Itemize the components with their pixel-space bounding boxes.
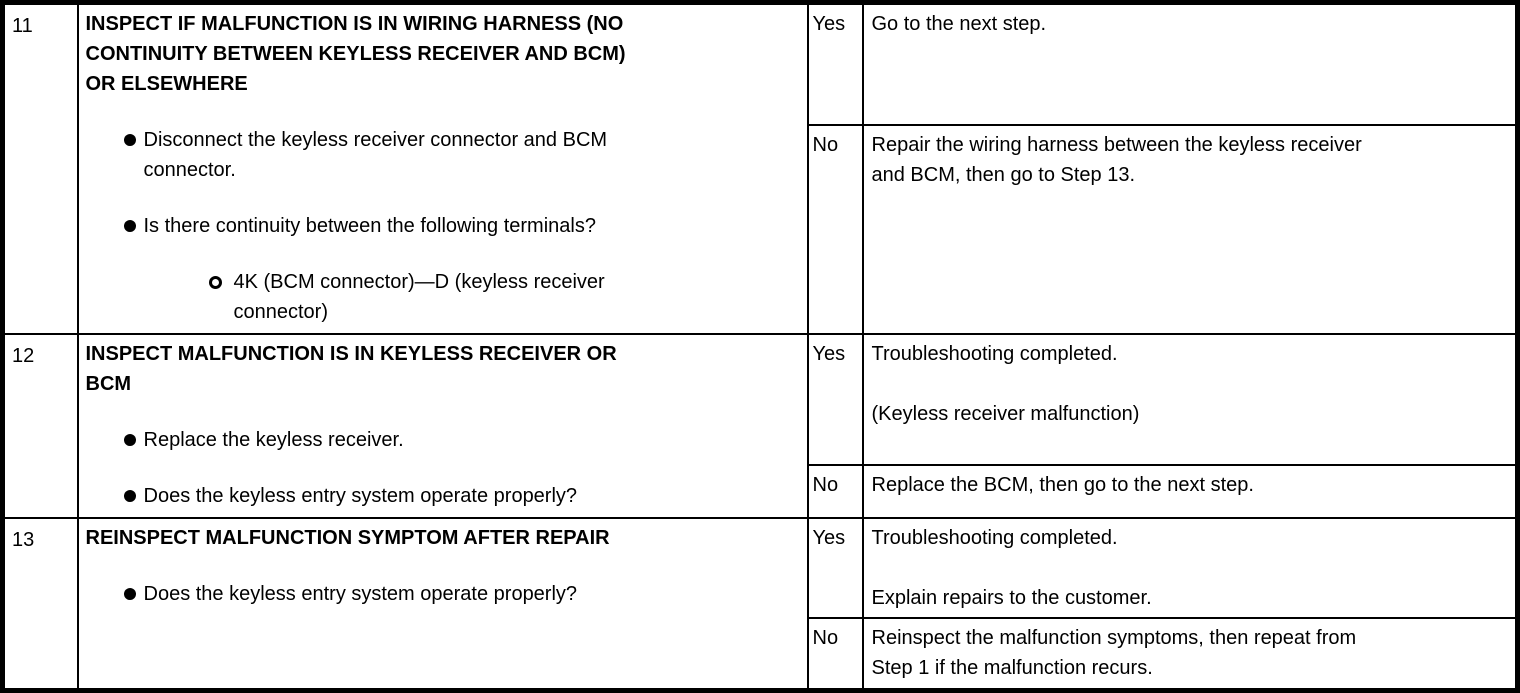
bullet-text: Does the keyless entry system operate pr… — [143, 485, 578, 507]
table-row: No Replace the BCM, then go to the next … — [3, 463, 1519, 520]
answer-no-label: No — [806, 617, 864, 691]
step-number: 13 — [1, 517, 79, 691]
table-row: No Repair the wiring harness between the… — [3, 123, 1519, 336]
action-title-line: CONTINUITY BETWEEN KEYLESS RECEIVER AND … — [85, 43, 626, 65]
result-cell-no: Repair the wiring harness between the ke… — [861, 123, 1519, 336]
result-cell-yes: Go to the next step. — [861, 1, 1519, 126]
action-cell: INSPECT IF MALFUNCTION IS IN WIRING HARN… — [76, 1, 809, 335]
bullet-item: Does the keyless entry system operate pr… — [86, 481, 799, 511]
bullet-item: Replace the keyless receiver. — [86, 425, 799, 455]
sub-bullet-icon — [208, 276, 222, 289]
action-cell: INSPECT MALFUNCTION IS IN KEYLESS RECEIV… — [76, 333, 809, 519]
action-title: INSPECT IF MALFUNCTION IS IN WIRING HARN… — [86, 9, 799, 99]
action-title-line: OR ELSEWHERE — [85, 73, 248, 95]
result-text: Troubleshooting completed. — [871, 343, 1118, 365]
action-cell: REINSPECT MALFUNCTION SYMPTOM AFTER REPA… — [76, 517, 809, 691]
bullet-item: Does the keyless entry system operate pr… — [86, 579, 799, 609]
step-number: 12 — [1, 333, 79, 519]
sub-bullet-text: 4K (BCM connector)—D (keyless receiver c… — [233, 271, 605, 323]
action-title-line: INSPECT MALFUNCTION IS IN KEYLESS RECEIV… — [85, 343, 617, 365]
bullet-item: Disconnect the keyless receiver connecto… — [86, 125, 799, 185]
action-title-line: REINSPECT MALFUNCTION SYMPTOM AFTER REPA… — [85, 527, 610, 549]
answer-yes-label: Yes — [806, 1, 864, 126]
result-text: Repair the wiring harness between the ke… — [871, 133, 1362, 186]
bullet-text: Disconnect the keyless receiver connecto… — [143, 129, 608, 181]
answer-no-label: No — [806, 463, 864, 520]
result-text: Go to the next step. — [871, 13, 1047, 35]
bullet-icon — [123, 588, 136, 600]
bullet-text: Replace the keyless receiver. — [143, 429, 404, 451]
bullet-item: Is there continuity between the followin… — [86, 211, 799, 241]
result-cell-no: Reinspect the malfunction symptoms, then… — [861, 617, 1519, 691]
result-cell-yes: Troubleshooting completed. Explain repai… — [861, 517, 1519, 619]
bullet-icon — [123, 490, 136, 502]
result-text: Troubleshooting completed. — [871, 527, 1118, 549]
result-text: Reinspect the malfunction symptoms, then… — [871, 627, 1357, 679]
result-text: Replace the BCM, then go to the next ste… — [871, 473, 1254, 496]
answer-no-label: No — [806, 123, 864, 336]
result-cell-yes: Troubleshooting completed. (Keyless rece… — [861, 333, 1519, 466]
bullet-icon — [123, 434, 136, 446]
sub-bullet-item: 4K (BCM connector)—D (keyless receiver c… — [86, 267, 799, 327]
bullet-icon — [123, 220, 136, 232]
step-number: 11 — [1, 1, 79, 335]
table-row: 13 REINSPECT MALFUNCTION SYMPTOM AFTER R… — [1, 517, 1519, 691]
action-title: INSPECT MALFUNCTION IS IN KEYLESS RECEIV… — [86, 339, 799, 399]
result-text: (Keyless receiver malfunction) — [871, 403, 1140, 425]
table-row: 12 INSPECT MALFUNCTION IS IN KEYLESS REC… — [1, 333, 1519, 519]
action-title-line: INSPECT IF MALFUNCTION IS IN WIRING HARN… — [85, 13, 624, 35]
table-row: 11 INSPECT IF MALFUNCTION IS IN WIRING H… — [1, 1, 1519, 335]
bullet-text: Is there continuity between the followin… — [143, 215, 596, 237]
table-row: No Reinspect the malfunction symptoms, t… — [3, 617, 1519, 691]
bullet-icon — [123, 134, 136, 146]
action-title: REINSPECT MALFUNCTION SYMPTOM AFTER REPA… — [86, 523, 799, 553]
result-text: Explain repairs to the customer. — [871, 587, 1152, 609]
answer-yes-label: Yes — [806, 517, 864, 619]
action-title-line: BCM — [85, 373, 132, 395]
bullet-text: Does the keyless entry system operate pr… — [143, 583, 578, 605]
answer-yes-label: Yes — [806, 333, 864, 466]
result-cell-no: Replace the BCM, then go to the next ste… — [861, 463, 1519, 520]
